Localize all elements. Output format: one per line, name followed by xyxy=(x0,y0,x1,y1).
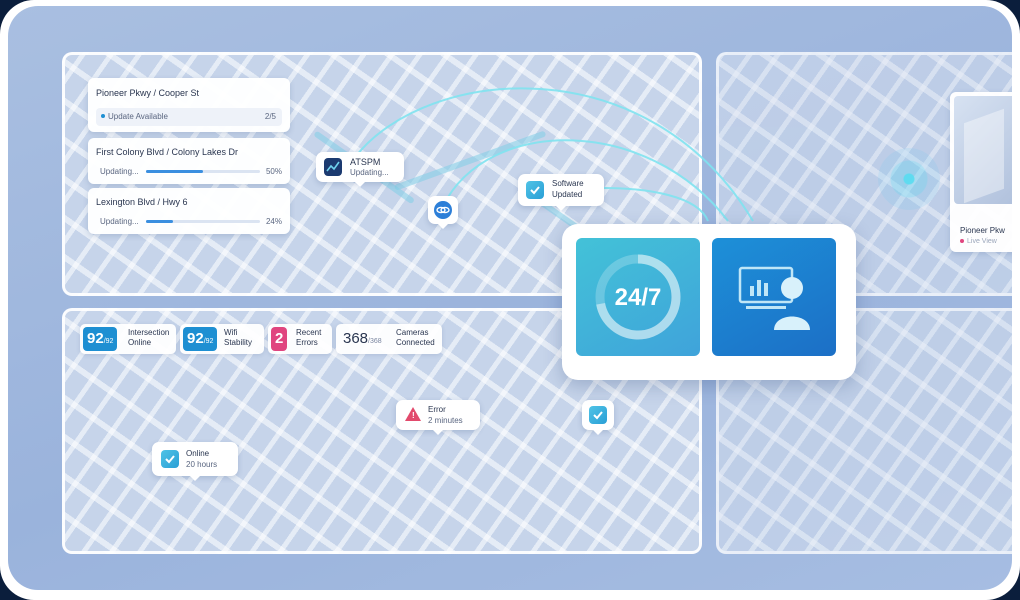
stat-badge: 92/92 xyxy=(183,327,218,351)
connection-arcs xyxy=(355,87,754,222)
check-icon xyxy=(526,181,544,199)
availability-card[interactable]: 24/7 xyxy=(562,224,856,380)
live-dot-icon xyxy=(960,239,964,243)
progress-bar xyxy=(146,220,260,223)
camera-thumbnail xyxy=(954,96,1012,204)
updating-label: Updating... xyxy=(100,167,139,176)
uptime-text: 24/7 xyxy=(614,284,662,311)
intersection-name: Pioneer Pkwy / Cooper St xyxy=(96,88,200,98)
warning-icon xyxy=(405,407,421,421)
progress-fill xyxy=(146,170,203,173)
intersection-name: First Colony Blvd / Colony Lakes Dr xyxy=(96,147,239,157)
progress-percent: 50% xyxy=(265,167,282,176)
progress-fill xyxy=(146,220,174,223)
monitoring-tile xyxy=(712,238,836,356)
pin-title: Error xyxy=(428,405,446,414)
pin-subtitle: 2 minutes xyxy=(428,416,463,425)
link-pin[interactable] xyxy=(428,196,458,229)
stat-badge: 92/92 xyxy=(83,327,118,351)
uptime-ring xyxy=(595,254,681,340)
check-pin[interactable] xyxy=(582,400,614,435)
stat-badge: 368/368 xyxy=(343,330,382,347)
atspm-pin[interactable]: ATSPM Updating... xyxy=(316,152,404,187)
pin-subtitle: Updating... xyxy=(350,168,389,177)
monitor-user-icon xyxy=(738,264,814,334)
update-status-row: Update Available 2/5 xyxy=(96,108,282,126)
software-pin[interactable]: Software Updated xyxy=(518,174,604,211)
intersection-card-1[interactable]: Pioneer Pkwy / Cooper St Update Availabl… xyxy=(88,78,290,132)
pin-subtitle: Updated xyxy=(552,190,583,199)
camera-card[interactable]: Pioneer Pkw Live View xyxy=(950,92,1012,252)
camera-title: Pioneer Pkw xyxy=(960,226,1005,235)
error-pin[interactable]: ! Error 2 minutes xyxy=(396,400,480,435)
intersection-name: Lexington Blvd / Hwy 6 xyxy=(96,197,188,207)
camera-live-label: Live View xyxy=(960,238,997,245)
updating-label: Updating... xyxy=(100,217,139,226)
pin-title: Online xyxy=(186,449,210,458)
canvas-background: Pioneer Pkwy / Cooper St Update Availabl… xyxy=(8,6,1012,590)
online-pin[interactable]: Online 20 hours xyxy=(152,442,238,481)
chart-icon xyxy=(324,158,342,176)
update-status: Update Available xyxy=(108,112,168,121)
link-icon xyxy=(434,201,452,219)
pin-title: ATSPM xyxy=(350,157,381,167)
progress-bar xyxy=(146,170,260,173)
pin-title: Software xyxy=(552,179,584,188)
intersection-card-3[interactable]: Lexington Blvd / Hwy 6 Updating... 24% xyxy=(88,188,290,234)
pin-subtitle: 20 hours xyxy=(186,460,218,469)
uptime-tile: 24/7 xyxy=(576,238,700,356)
check-icon xyxy=(161,450,179,468)
progress-percent: 24% xyxy=(265,217,282,226)
live-beacon xyxy=(878,148,940,210)
intersection-card-2[interactable]: First Colony Blvd / Colony Lakes Dr Upda… xyxy=(88,138,290,184)
status-dot-icon xyxy=(101,114,105,118)
check-icon xyxy=(589,406,607,424)
stat-badge: 2 xyxy=(271,327,288,351)
update-count: 2/5 xyxy=(264,112,276,121)
